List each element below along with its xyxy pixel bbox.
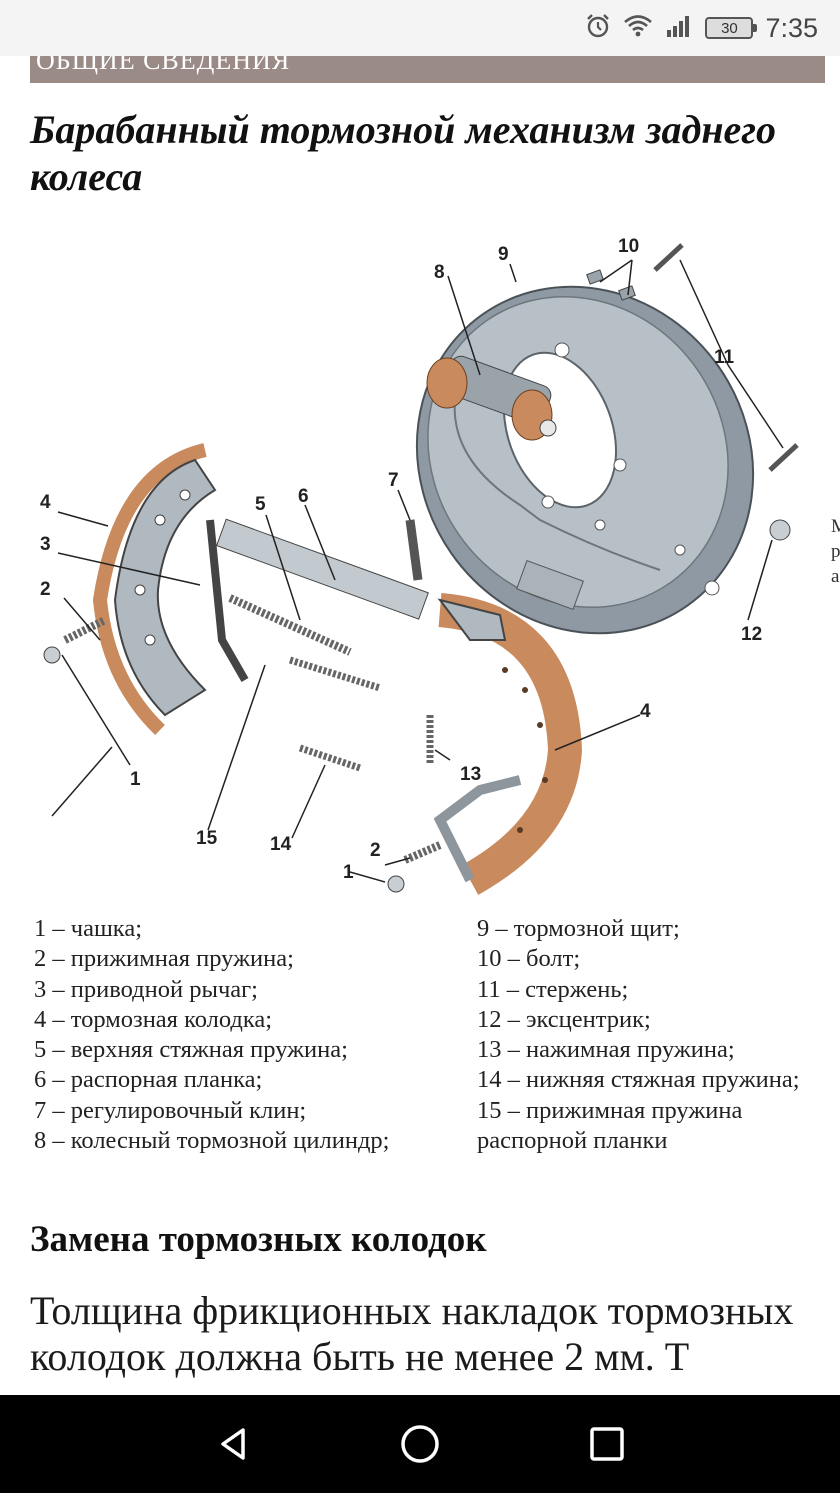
clock: 7:35: [765, 12, 818, 43]
left-brake-shoe-illustration: [92, 443, 249, 736]
legend-item: 15 – прижимная пружина распорной планки: [477, 1096, 743, 1155]
signal-icon: [665, 14, 693, 43]
section-banner: ОБЩИЕ СВЕДЕНИЯ: [30, 56, 825, 83]
recents-button[interactable]: [582, 1419, 632, 1469]
callout-7: 7: [388, 470, 399, 491]
section-banner-text: ОБЩИЕ СВЕДЕНИЯ: [36, 56, 291, 75]
callout-6: 6: [298, 486, 309, 507]
alarm-icon: [585, 13, 611, 44]
callout-14: 14: [270, 834, 292, 855]
section-heading: Замена тормозных колодок: [30, 1219, 487, 1260]
callout-2-left: 2: [40, 579, 51, 600]
page-title: Барабанный тормозной механизм заднего ко…: [30, 107, 777, 199]
navigation-bar: [0, 1395, 840, 1493]
leader-lines: [51, 259, 784, 883]
callout-8: 8: [434, 262, 445, 283]
wheel-cylinder-illustration: [426, 355, 557, 441]
legend-item: 7 – регулировочный клин;: [34, 1096, 307, 1124]
edge-text-2: р: [831, 541, 840, 562]
strut-and-springs-illustration: [43, 518, 442, 893]
legend-item: 4 – тормозная колодка;: [34, 1005, 273, 1033]
back-icon: [221, 1428, 245, 1460]
callout-12: 12: [741, 624, 762, 645]
callout-13: 13: [460, 764, 481, 785]
callout-9: 9: [498, 244, 509, 265]
legend-item: 2 – прижимная пружина;: [34, 945, 294, 973]
legend-item: 9 – тормозной щит;: [477, 915, 680, 942]
legend-item: 14 – нижняя стяжная пружина;: [477, 1066, 800, 1094]
legend-item: 5 – верхняя стяжная пружина;: [34, 1036, 348, 1064]
legend-item: 11 – стержень;: [477, 975, 629, 1003]
edge-text-3: а: [831, 566, 840, 587]
legend-item: 8 – колесный тормозной цилиндр;: [34, 1127, 390, 1155]
legend-left-column: 1 – чашка; 2 – прижимная пружина; 3 – пр…: [34, 914, 454, 1156]
battery-level: 30: [721, 19, 738, 37]
legend-item: 10 – болт;: [477, 945, 581, 973]
bolts-illustration: [586, 243, 799, 541]
legend-item: 1 – чашка;: [34, 915, 143, 942]
callout-15: 15: [196, 828, 218, 849]
callout-1-left: 1: [130, 769, 141, 790]
callout-10: 10: [618, 236, 639, 257]
home-button[interactable]: [395, 1419, 445, 1469]
status-bar: 30 7:35: [0, 0, 840, 56]
callout-2-right: 2: [370, 840, 381, 861]
callout-1-right: 1: [343, 862, 354, 883]
legend-item: 6 – распорная планка;: [34, 1066, 263, 1094]
legend-item: 13 – нажимная пружина;: [477, 1036, 735, 1064]
section-paragraph: Толщина фрикционных накладок тормозных к…: [30, 1288, 794, 1379]
callout-3: 3: [40, 534, 51, 555]
legend-item: 12 – эксцентрик;: [477, 1005, 651, 1033]
brake-diagram: 4 3 2 1 5 6 7 8 9 10 11 12 13 14 15 4 2 …: [0, 220, 840, 910]
callout-4-right: 4: [640, 701, 651, 722]
home-icon: [401, 1425, 439, 1463]
wifi-icon: [623, 13, 653, 44]
battery-icon: 30: [705, 17, 758, 39]
callout-4-left: 4: [40, 492, 51, 513]
brake-shield-illustration: [415, 285, 755, 635]
callout-11: 11: [714, 347, 735, 368]
back-button[interactable]: [208, 1419, 258, 1469]
legend-right-column: 9 – тормозной щит; 10 – болт; 11 – стерж…: [477, 914, 827, 1156]
right-brake-shoe-illustration: [433, 593, 583, 895]
legend-item: 3 – приводной рычаг;: [34, 975, 258, 1003]
edge-text-1: М: [831, 516, 840, 537]
recents-icon: [590, 1427, 624, 1461]
status-icons: 30 7:35: [585, 12, 818, 44]
callout-5: 5: [255, 494, 266, 515]
